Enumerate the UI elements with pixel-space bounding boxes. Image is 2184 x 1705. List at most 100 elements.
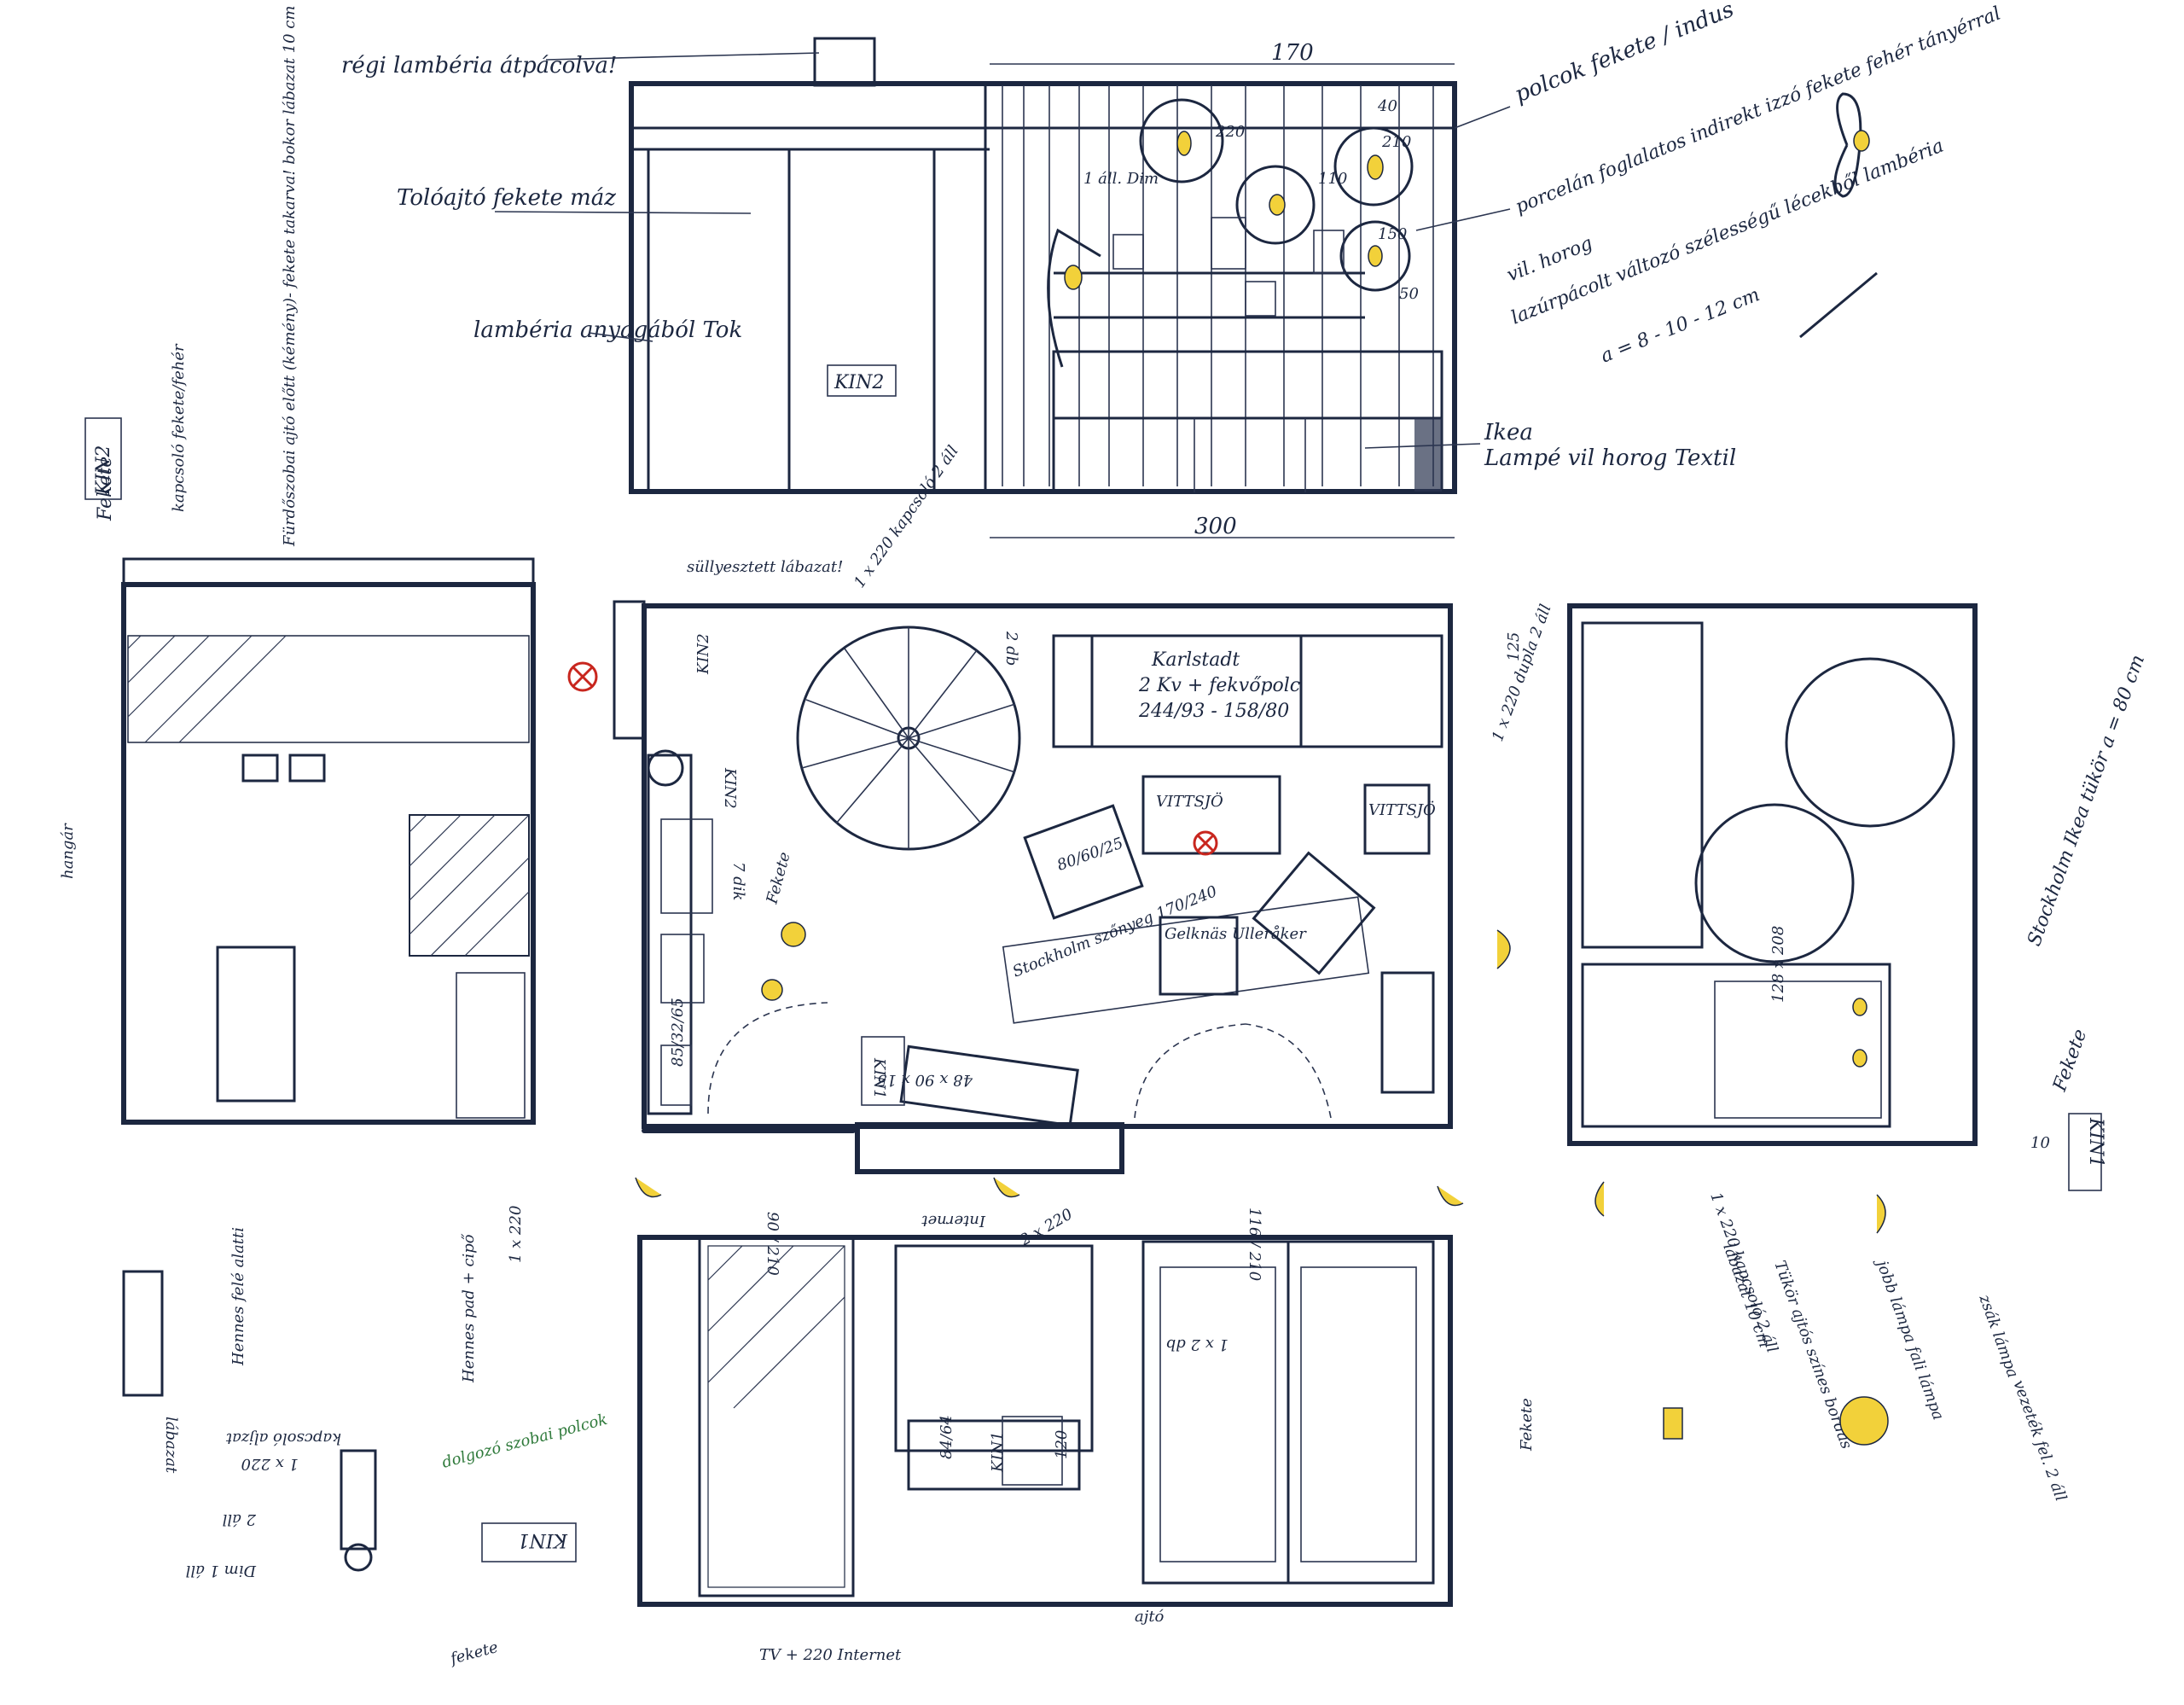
left-hangar: hangár [59, 823, 77, 879]
round-mirror-2 [1694, 803, 1855, 963]
dim-50: 50 [1399, 285, 1419, 303]
note-1x220: 1 x 220 [241, 1455, 299, 1473]
kin2-a: KIN2 [694, 633, 712, 675]
lamp-dim-note: 1 áll. Dim [1083, 170, 1159, 188]
pouf [1023, 804, 1144, 920]
bottom-kin1-tag: KIN1 [518, 1529, 568, 1551]
vittsjo-b-label: VITTSJÖ [1368, 800, 1436, 819]
left-elevation-frame [121, 582, 536, 1125]
left-cabinet [216, 946, 296, 1103]
dim-220: 220 [1215, 123, 1245, 141]
bottom-dim-down: ajtó [1135, 1608, 1165, 1626]
ref-label-fekete: Fekete [763, 850, 793, 906]
left-kapcsolo: kapcsoló fekete/fehér [170, 343, 188, 512]
coffee-table-label: Gelknäs Ulleråker [1165, 924, 1307, 943]
label-kin1-center: KIN1 [870, 1057, 888, 1099]
vittsjo-table-a [1141, 775, 1281, 855]
door-tag-top: KIN2 [834, 372, 884, 393]
bottom-green-note: dolgozó szobai polcok [440, 1411, 609, 1472]
coffee-table [1159, 916, 1239, 996]
plate-lamp-3 [1235, 165, 1316, 245]
right-light-1 [1594, 1181, 1605, 1217]
center-window [855, 1122, 1124, 1174]
sofa-name: Karlstadt [1151, 649, 1240, 671]
plate-lamp-2 [1333, 126, 1414, 207]
bottom-light-3 [1437, 1185, 1464, 1207]
right-vezetek: vezeték fel. 2 áll [2009, 1378, 2070, 1504]
vittsjo-table-b [1363, 783, 1431, 855]
dim-150: 150 [1378, 225, 1407, 243]
dim-bottom-300: 300 [1194, 514, 1237, 539]
zsak-lamp [1839, 1396, 1889, 1446]
wall-light-east [1496, 929, 1511, 969]
note-ikea: Ikea [1484, 420, 1533, 445]
note-toloajto: Tolóajtó fekete máz [397, 185, 616, 211]
right-dim-10: 10 [2030, 1134, 2050, 1152]
right-kin1-tag: KIN1 [2085, 1117, 2106, 1167]
bottom-light-1 [635, 1177, 662, 1198]
red-marker-2 [1193, 830, 1218, 856]
lamberia-lines [1002, 85, 1434, 486]
left-elevation: Fekete KIN2 kapcsoló fekete/fehér Fürdős… [59, 6, 536, 1383]
note-kapcs: kapcsoló aljzat [225, 1429, 341, 1447]
right-fekete: Fekete [2049, 1027, 2092, 1095]
right-zsak-lampa: zsák lámpa [1975, 1292, 2022, 1381]
left-hennes-alatt: Hennes felé alatti [229, 1227, 247, 1366]
left-fuggony: Fürdőszobai ajtó előtt (kémény)- fekete … [281, 6, 299, 547]
bottom-elevation-frame [637, 1235, 1453, 1607]
note-lamberia-dim: a = 8 - 10 - 12 cm [1598, 284, 1763, 368]
kapcsolo-dupla: 1 x 220 dupla 2 áll [1489, 602, 1555, 744]
sofa-spec: 2 Kv + fekvőpolc [1138, 675, 1300, 696]
pouf-dims: 80/60/25 [1054, 835, 1125, 875]
bottom-elevation: 84/64 120 KIN1 KIN1 fekete Fekete Intern… [440, 1177, 1536, 1668]
door-tag-box-top [827, 364, 897, 397]
center-plan-walls [642, 603, 1453, 1129]
dim-116-210: 116 / 210 [1246, 1207, 1263, 1281]
note-lamberia-tok: lambéria anyagából Tok [473, 317, 742, 343]
note-lab: lábazat [162, 1417, 180, 1474]
bottom-kapcs: 1 x 2 db [1166, 1335, 1228, 1353]
left-dim-1x220: 1 x 220 [507, 1206, 525, 1263]
right-elevation: Stockholm Ikea tükör a = 80 cm Fekete KI… [1505, 603, 2149, 1504]
right-light-2 [1876, 1194, 1886, 1234]
bottom-light-2 [993, 1177, 1020, 1198]
armchair [1252, 851, 1376, 975]
note-porcelan: porcelán foglalatos indirekt izzó fekete… [1513, 3, 2004, 218]
right-dim-128: 128 x 208 [1769, 926, 1787, 1003]
wall-switch-yellow [1663, 1407, 1683, 1440]
round-mirror-1 [1785, 657, 1955, 828]
left-kin2-tag: KIN2 [93, 445, 114, 496]
note-regi-lamberia: régi lambéria átpácolva! [341, 53, 617, 79]
bottom-fekete: fekete [447, 1638, 500, 1668]
right-jobb-lampa: jobb lámpa fali lámpa [1872, 1255, 1948, 1423]
sofa-dims: 244/93 - 158/80 [1138, 701, 1289, 722]
notes-top-right: polcok fekete / indus porcelán foglalato… [1364, 0, 2004, 471]
kin2-b: KIN2 [721, 767, 739, 809]
dim-top-170: 170 [1271, 40, 1314, 66]
sofa-elevation [1052, 350, 1443, 494]
dim-210: 210 [1381, 133, 1411, 151]
top-elevation-frame [629, 81, 1457, 494]
karlstadt-sofa-plan [1052, 634, 1443, 748]
note-2-all: 2 áll [222, 1510, 257, 1528]
label-48-90-15: 48 x 90 x 15 [877, 1071, 973, 1089]
left-fekete: Fekete [95, 457, 116, 521]
bottom-tv-note: TV + 220 Internet [759, 1646, 902, 1664]
right-elevation-frame [1567, 603, 1978, 1146]
label-kin1-bottom: KIN1 [989, 1431, 1007, 1473]
plate-lamp-1 [1139, 98, 1224, 183]
bottom-internet: Internet [921, 1212, 986, 1230]
right-cabinet [1380, 971, 1435, 1094]
note-polcok: polcok fekete / indus [1511, 0, 1737, 108]
right-wardrobe [1581, 963, 1891, 1128]
top-elevation: KIN2 [629, 37, 1457, 539]
label-85-32-65: 85/32/65 [669, 998, 687, 1067]
plate-lamp-4 [1339, 220, 1411, 292]
ceiling-light-2 [761, 979, 783, 1001]
note-vil-horog: vil. horog [1504, 233, 1595, 287]
right-stockholm: Stockholm Ikea tükör a = 80 cm [2024, 652, 2149, 949]
bottom-fekete-big: Fekete [1518, 1398, 1536, 1452]
dim-110: 110 [1318, 170, 1347, 188]
